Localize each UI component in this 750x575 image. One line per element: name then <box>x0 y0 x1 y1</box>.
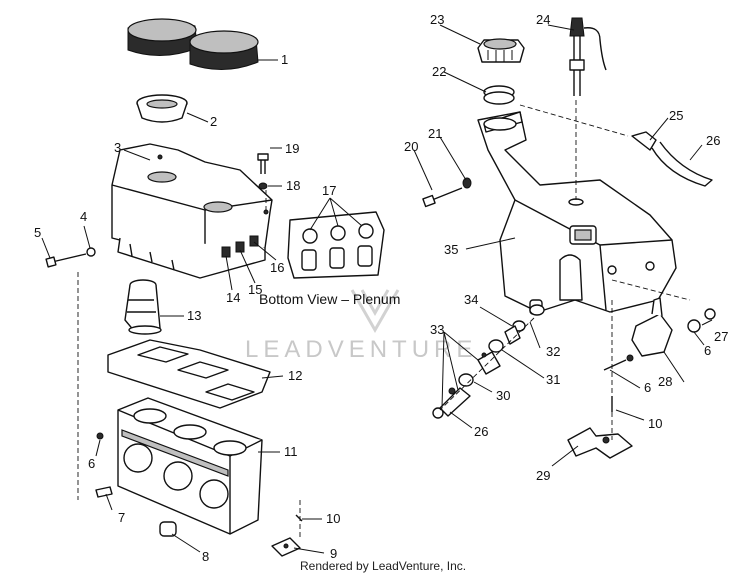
cap-gasket-part[interactable] <box>483 85 515 105</box>
callout-28: 28 <box>658 374 672 389</box>
callout-2: 2 <box>210 114 217 129</box>
airbox-base-part[interactable] <box>117 397 263 535</box>
callout-11: 11 <box>284 444 298 459</box>
callout-1: 1 <box>281 52 288 67</box>
fuel-gauge-sender-part[interactable] <box>569 17 607 96</box>
callout-30: 30 <box>496 388 510 403</box>
tank-bolt-part[interactable] <box>422 177 472 208</box>
callout-5: 5 <box>34 225 41 240</box>
intake-boot-part[interactable] <box>124 279 162 335</box>
callout-32: 32 <box>546 344 560 359</box>
callout-27: 27 <box>714 329 728 344</box>
bolt-washer-part[interactable] <box>257 153 269 190</box>
screw-washer-part[interactable] <box>45 247 96 268</box>
callout-19: 19 <box>285 141 299 156</box>
leader-lines <box>41 24 713 554</box>
fuel-line-fittings[interactable] <box>432 304 545 419</box>
plenum-caption: Bottom View – Plenum <box>259 291 400 307</box>
tank-mount-part[interactable] <box>603 297 716 371</box>
boot-ring-part[interactable] <box>136 94 188 123</box>
small-fittings-left[interactable] <box>95 432 303 557</box>
watermark-text: LEADVENTURE <box>245 336 477 363</box>
callout-16: 16 <box>270 260 284 275</box>
callout-10b: 10 <box>648 416 662 431</box>
callout-6b: 6 <box>704 343 711 358</box>
callout-31: 31 <box>546 372 560 387</box>
callout-26: 26 <box>706 133 720 148</box>
callout-7: 7 <box>118 510 125 525</box>
callout-3: 3 <box>114 140 121 155</box>
callout-13: 13 <box>187 308 201 323</box>
callout-6c: 6 <box>644 380 651 395</box>
callout-35: 35 <box>444 242 458 257</box>
alignment-lines-left <box>77 190 301 540</box>
callout-20: 20 <box>404 139 418 154</box>
fuel-tank-part[interactable] <box>477 111 677 315</box>
vent-hose-part[interactable] <box>631 131 713 187</box>
callout-33: 33 <box>430 322 444 337</box>
callout-14: 14 <box>226 290 240 305</box>
tank-bracket-part[interactable] <box>567 396 633 459</box>
callout-24: 24 <box>536 12 550 27</box>
fuel-cap-part[interactable] <box>477 38 525 63</box>
callout-22: 22 <box>432 64 446 79</box>
callout-25: 25 <box>669 108 683 123</box>
callout-21: 21 <box>428 126 442 141</box>
callout-4: 4 <box>80 209 87 224</box>
footer-credit: Rendered by LeadVenture, Inc. <box>300 559 466 573</box>
callout-6: 6 <box>88 456 95 471</box>
leadventure-watermark: LEADVENTURE <box>245 289 477 363</box>
callout-17: 17 <box>322 183 336 198</box>
callout-34: 34 <box>464 292 478 307</box>
foam-filter-part[interactable] <box>127 18 259 71</box>
callout-15: 15 <box>248 282 262 297</box>
callout-29: 29 <box>536 468 550 483</box>
callout-8: 8 <box>202 549 209 564</box>
gasket-part[interactable] <box>107 339 271 409</box>
callout-10: 10 <box>326 511 340 526</box>
callout-12: 12 <box>288 368 302 383</box>
callout-9: 9 <box>330 546 337 561</box>
alignment-lines-right <box>439 100 691 440</box>
callout-labels: 1 2 3 4 5 6 7 8 9 10 11 12 13 14 15 16 1… <box>34 12 728 564</box>
airbox-cover-part[interactable] <box>111 143 273 279</box>
callout-23: 23 <box>430 12 444 27</box>
plenum-bottom-view <box>287 211 385 279</box>
callout-18: 18 <box>286 178 300 193</box>
callout-26b: 26 <box>474 424 488 439</box>
